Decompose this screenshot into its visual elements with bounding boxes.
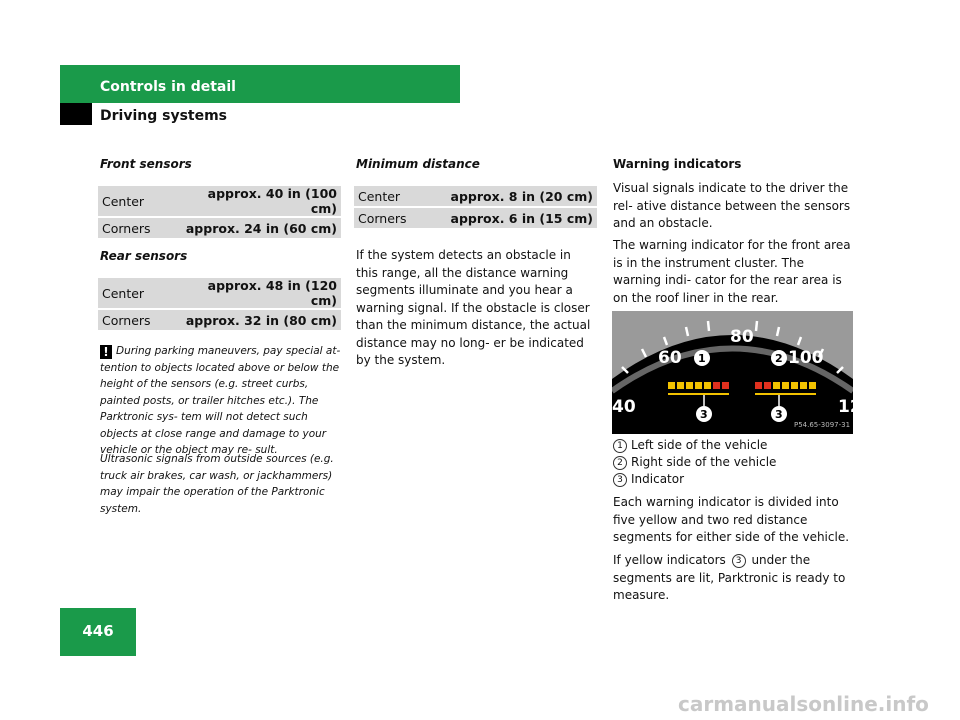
speed-120: 12 [838, 397, 853, 417]
callout-1-marker [694, 350, 710, 366]
table-row: Center approx. 40 in (100 cm) [98, 186, 341, 216]
speed-80: 80 [730, 327, 754, 347]
indicator-reference-number: 3 [731, 554, 746, 568]
dial-ring [612, 345, 853, 394]
row-value: approx. 48 in (120 cm) [178, 278, 341, 308]
page-number: 446 [82, 622, 114, 640]
speed-100: 100 [788, 348, 824, 368]
dial-ticks [621, 320, 844, 374]
row-label: Corners [98, 218, 178, 238]
row-label: Corners [354, 208, 434, 228]
table-row: Corners approx. 6 in (15 cm) [354, 208, 597, 228]
callout-2-label: 2 [775, 352, 783, 365]
row-value: approx. 24 in (60 cm) [178, 218, 341, 238]
watermark-footer[interactable]: carmanualsonline.info [678, 692, 929, 716]
left-warning-segments [668, 382, 729, 389]
legend-number: 2 [613, 456, 627, 470]
speed-60: 60 [658, 348, 682, 368]
section-header-bar [60, 65, 460, 103]
figure-legend: 1 Left side of the vehicle 2 Right side of… [613, 437, 776, 488]
warning-indicators-title: Warning indicators [613, 157, 742, 171]
table-row: Corners approx. 24 in (60 cm) [98, 218, 341, 238]
p4-text-end: under the segments are lit, Parktronic i… [613, 553, 846, 602]
front-sensors-table: Center approx. 40 in (100 cm) Corners ap… [98, 184, 341, 240]
note-text: tention to objects located above or belo… [100, 361, 340, 457]
table-row: Corners approx. 32 in (80 cm) [98, 310, 341, 330]
legend-item: 3 Indicator [613, 471, 776, 488]
row-value: approx. 6 in (15 cm) [434, 208, 597, 228]
note-paragraph-2: Ultrasonic signals from outside sources … [100, 453, 334, 515]
callout-3-left-marker [696, 406, 712, 422]
row-label: Center [98, 186, 178, 216]
rear-sensors-table: Center approx. 48 in (120 cm) Corners ap… [98, 276, 341, 332]
front-sensors-title: Front sensors [100, 157, 192, 171]
row-label: Center [98, 278, 178, 308]
p4-text-start: If yellow indicators [613, 553, 726, 567]
speed-40: 40 [612, 397, 636, 417]
table-row: Center approx. 48 in (120 cm) [98, 278, 341, 308]
instrument-cluster-figure: 80 60 100 40 12 1 2 3 3 P54.65-3097-31 [612, 311, 853, 434]
left-indicator-bar [668, 393, 729, 395]
minimum-distance-title: Minimum distance [356, 157, 480, 171]
dial-bezel [612, 311, 853, 379]
minimum-distance-table: Center approx. 8 in (20 cm) Corners appr… [354, 184, 597, 230]
warning-paragraph-4: If yellow indicators 3 under the segment… [613, 552, 855, 605]
right-warning-segments [755, 382, 816, 389]
rear-sensors-title: Rear sensors [100, 249, 188, 263]
warning-paragraph-1: Visual signals indicate to the driver th… [613, 181, 851, 230]
legend-text: Indicator [631, 472, 685, 486]
warning-paragraph-3: Each warning indicator is divided into f… [613, 495, 850, 544]
callout-2-marker [771, 350, 787, 366]
legend-number: 1 [613, 439, 627, 453]
section-title: Controls in detail [100, 79, 236, 95]
right-indicator-bar [755, 393, 816, 395]
exclamation-icon: ! [100, 345, 112, 359]
subsection-marker [60, 103, 92, 125]
callout-3-left-label: 3 [700, 408, 708, 421]
note-line1: During parking maneuvers, pay special at… [116, 345, 341, 357]
legend-text: Left side of the vehicle [631, 438, 768, 452]
subsection-title: Driving systems [100, 108, 228, 124]
legend-item: 2 Right side of the vehicle [613, 454, 776, 471]
row-value: approx. 32 in (80 cm) [178, 310, 341, 330]
legend-text: Right side of the vehicle [631, 455, 777, 469]
callout-3-right-label: 3 [775, 408, 783, 421]
warning-paragraph-2: The warning indicator for the front area… [613, 238, 851, 305]
callout-3-right-marker [771, 406, 787, 422]
legend-item: 1 Left side of the vehicle [613, 437, 776, 454]
row-value: approx. 40 in (100 cm) [178, 186, 341, 216]
figure-code: P54.65-3097-31 [794, 421, 850, 429]
minimum-distance-text: If the system detects an obstacle in thi… [356, 248, 591, 367]
table-row: Center approx. 8 in (20 cm) [354, 186, 597, 206]
row-label: Corners [98, 310, 178, 330]
row-label: Center [354, 186, 434, 206]
legend-number: 3 [613, 473, 627, 487]
row-value: approx. 8 in (20 cm) [434, 186, 597, 206]
page-number-box: 446 [60, 608, 136, 656]
callout-1-label: 1 [698, 352, 706, 365]
warning-note: ! During parking maneuvers, pay special a… [100, 343, 345, 459]
